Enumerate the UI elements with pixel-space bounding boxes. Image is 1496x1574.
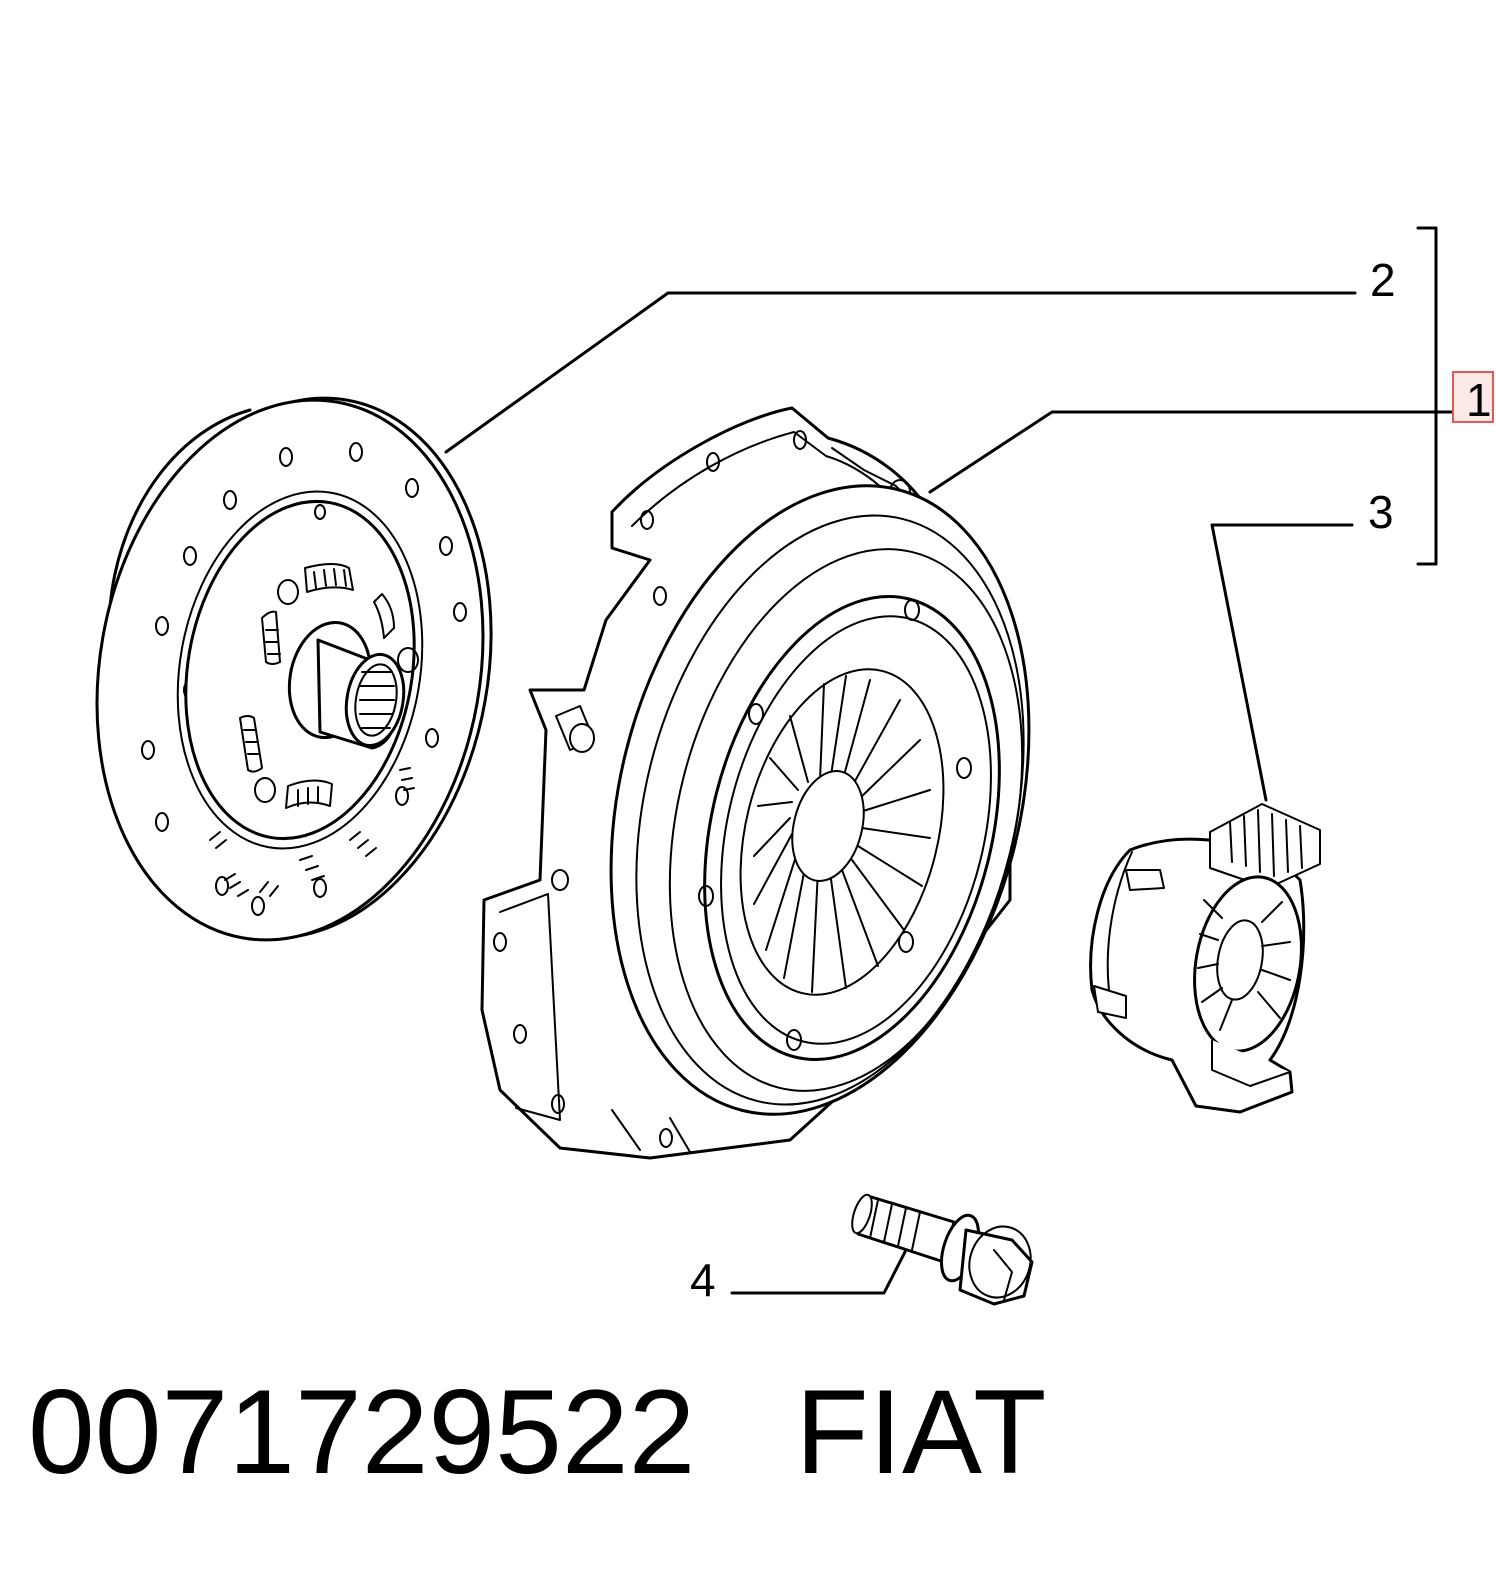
callout-3: 3 [1368, 486, 1394, 538]
part-number: 0071729522 [28, 1365, 696, 1499]
release-bearing-icon [1089, 803, 1321, 1114]
callout-2: 2 [1370, 254, 1396, 306]
pressure-plate-icon [480, 406, 1031, 1160]
bolt-icon [851, 1193, 1034, 1306]
clutch-disc-icon [95, 396, 493, 942]
brand-name: FIAT [795, 1365, 1047, 1499]
leader-lines [444, 226, 1462, 1295]
callout-4: 4 [690, 1254, 716, 1306]
callout-1-highlight: 1 [1452, 371, 1494, 426]
callout-1: 1 [1466, 374, 1492, 426]
